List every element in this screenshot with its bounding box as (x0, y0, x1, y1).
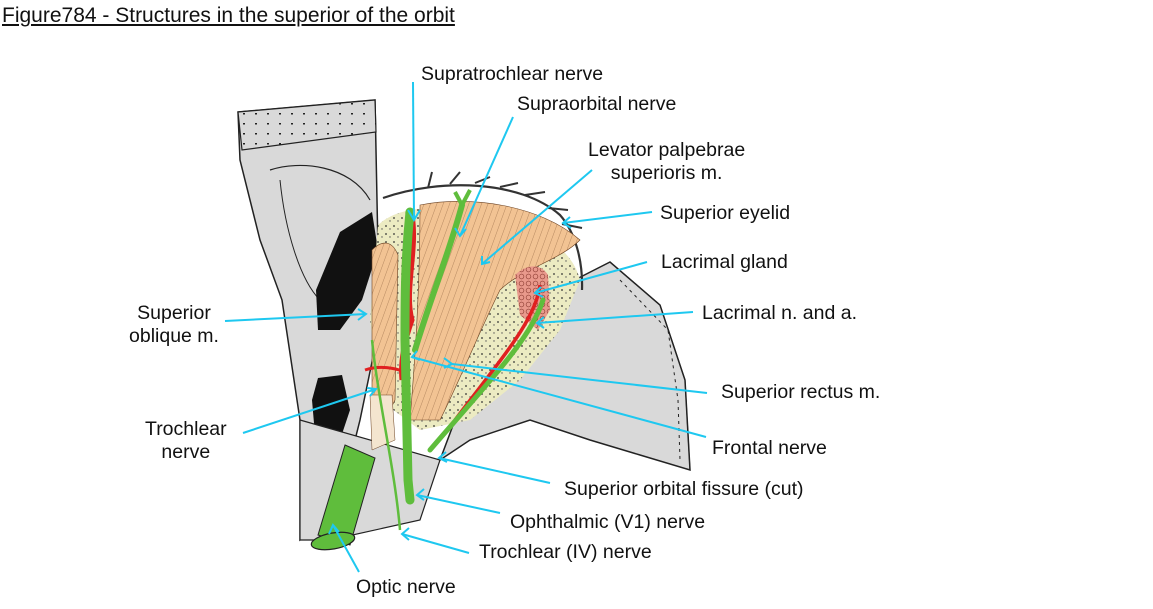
orbital-floor (299, 419, 441, 541)
leader-trochlear (242, 388, 377, 434)
leader-superior-rectus (451, 363, 708, 394)
trochlear-nerve-shape (370, 339, 402, 531)
frontal-bone-top (237, 99, 377, 151)
label-optic-nerve: Optic nerve (356, 576, 456, 598)
ethmoid-sinus-upper (316, 212, 378, 330)
leader-trochlear-iv (401, 533, 470, 554)
label-trochlear-iv-nerve: Trochlear (IV) nerve (479, 541, 652, 563)
ethmoid-sinus-lower (312, 375, 350, 440)
leader-lacrimal-na (536, 311, 694, 324)
leader-lines (224, 81, 708, 573)
label-lacrimal-n-and-a: Lacrimal n. and a. (702, 302, 858, 324)
label-trochlear-nerve: Trochlear nerve (145, 418, 227, 464)
supraorbital-nerve-shape (412, 202, 465, 353)
label-superior-orbital-fissure: Superior orbital fissure (cut) (564, 478, 804, 500)
label-supratrochlear-nerve: Supratrochlear nerve (421, 63, 604, 85)
label-trochlear-line2: nerve (161, 441, 211, 463)
label-levator-palpebrae: Levator palpebrae superioris m. (588, 139, 745, 185)
leader-frontal (411, 356, 707, 438)
leader-sof (438, 457, 551, 484)
figure-title: Figure784 - Structures in the superior o… (2, 4, 455, 27)
lacrimal-gland-shape (515, 266, 550, 330)
leader-ophthalmic (416, 494, 501, 514)
leader-superior-oblique (224, 313, 367, 322)
label-lacrimal-gland: Lacrimal gland (661, 251, 788, 273)
label-superior-eyelid: Superior eyelid (660, 202, 791, 224)
leader-optic (332, 524, 360, 573)
label-levator-line1: Levator palpebrae (588, 139, 746, 161)
label-superior-oblique: Superior oblique m. (129, 302, 219, 348)
label-trochlear-line1: Trochlear (145, 418, 227, 440)
label-frontal-nerve: Frontal nerve (712, 437, 827, 459)
leader-levator (481, 169, 593, 265)
leader-eyelid (562, 211, 653, 224)
label-superior-oblique-line1: Superior (137, 302, 211, 324)
superior-oblique-muscle (371, 242, 399, 421)
label-levator-line2: superioris m. (610, 162, 723, 184)
label-ophthalmic-nerve: Ophthalmic (V1) nerve (510, 511, 706, 533)
supratrochlear-nerve-shape (400, 207, 415, 505)
optic-nerve-shape (317, 444, 376, 546)
lacrimal-nerve-shape (427, 297, 546, 453)
label-superior-oblique-line2: oblique m. (129, 325, 219, 347)
label-supraorbital-nerve: Supraorbital nerve (517, 93, 677, 115)
leader-lacrimal-gland (534, 261, 648, 294)
leader-supratrochlear (412, 81, 415, 221)
superior-oblique-tendon (369, 394, 396, 451)
leader-supraorbital (459, 116, 514, 237)
label-superior-rectus: Superior rectus m. (721, 381, 881, 403)
